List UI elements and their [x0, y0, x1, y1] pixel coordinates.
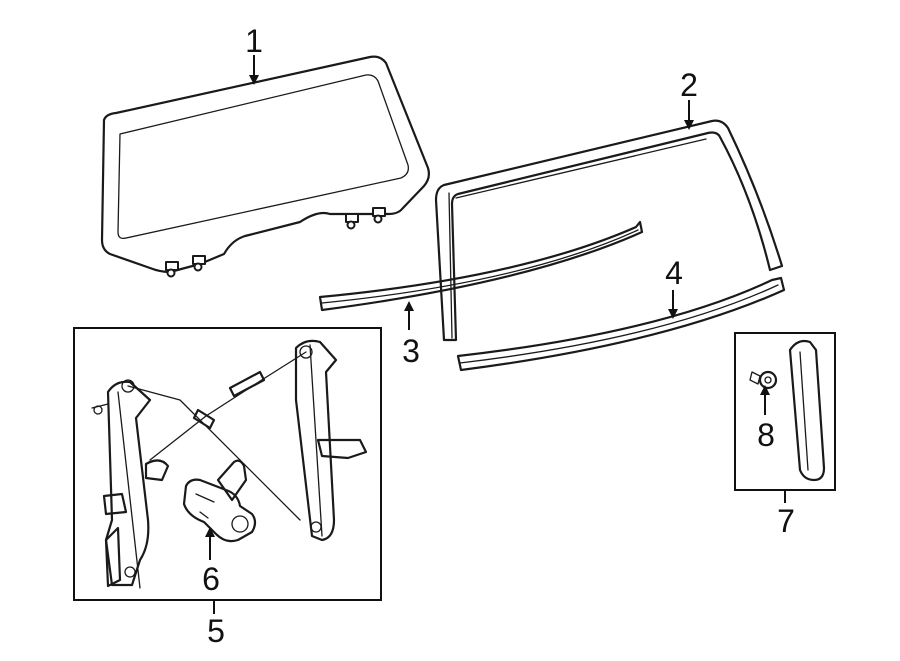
- callout-7: 7: [777, 503, 795, 539]
- door-glass-icon[interactable]: [100, 55, 430, 278]
- callout-2: 2: [680, 67, 698, 103]
- callout-8: 8: [757, 417, 775, 453]
- regulator-group-box: [73, 327, 382, 601]
- regulator-motor-icon[interactable]: [182, 459, 257, 543]
- applique-molding-icon[interactable]: [788, 339, 826, 482]
- outer-belt-weatherstrip-icon[interactable]: [456, 276, 786, 372]
- retainer-clip-icon[interactable]: [749, 370, 778, 390]
- inner-belt-weatherstrip-icon[interactable]: [318, 220, 644, 312]
- glass-run-channel-icon[interactable]: [434, 119, 784, 342]
- callout-4: 4: [665, 255, 683, 291]
- callout-3: 3: [402, 333, 420, 369]
- window-regulator-icon[interactable]: [91, 339, 368, 589]
- callout-6: 6: [202, 561, 220, 597]
- callout-1: 1: [245, 23, 263, 59]
- callout-5: 5: [207, 613, 225, 649]
